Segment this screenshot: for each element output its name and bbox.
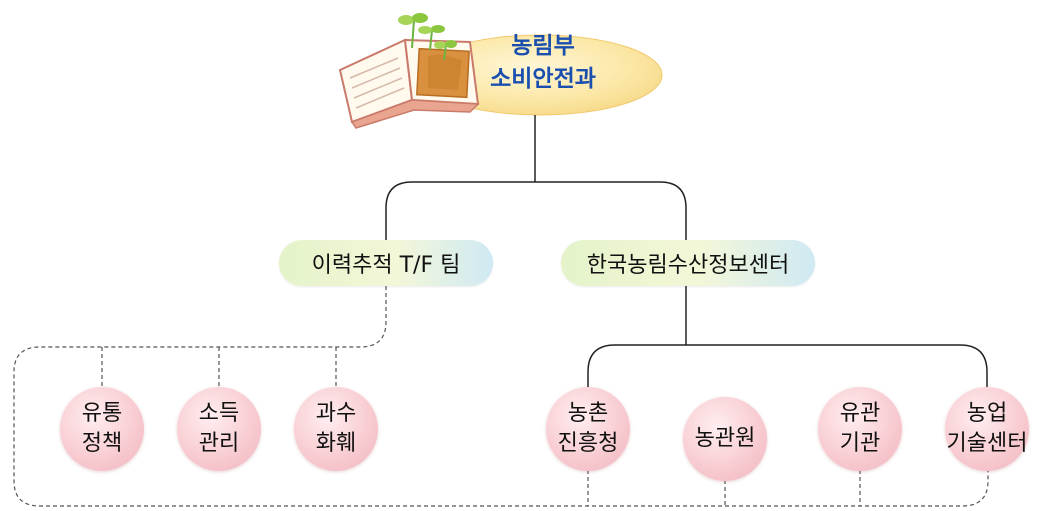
right-branch-node: 한국농림수산정보센터: [561, 240, 815, 286]
root-node-line1: 농림부: [511, 33, 575, 59]
node-label-line2: 관리: [198, 431, 240, 456]
node-label-line2: 기술센터: [946, 431, 1028, 456]
right-child-node-2: 농관원: [683, 397, 767, 481]
right-child-node-4: 농업 기술센터: [945, 387, 1029, 471]
node-label-line2: 화훼: [315, 431, 357, 456]
node-label-line1: 유통: [81, 401, 123, 426]
node-label-line1: 농촌: [567, 401, 609, 426]
node-label-line1: 농관원: [694, 426, 756, 451]
left-child-node-2: 소득 관리: [177, 387, 261, 471]
node-label-line2: 기관: [839, 431, 881, 456]
root-node-label: 농림부 소비안전과: [468, 30, 618, 96]
open-book-with-sprouts-icon: [338, 13, 480, 129]
dashed-connectors: [13, 286, 989, 507]
root-node-line2: 소비안전과: [490, 66, 596, 92]
right-child-node-1: 농촌 진흥청: [546, 387, 630, 471]
node-label-line1: 농업: [966, 401, 1008, 426]
left-child-node-3: 과수 화훼: [294, 387, 378, 471]
left-branch-node: 이력추적 T/F 팀: [279, 240, 493, 286]
node-label-line2: 진흥청: [557, 431, 619, 456]
node-label-line2: 정책: [81, 431, 123, 456]
left-child-node-1: 유통 정책: [60, 387, 144, 471]
solid-connectors: [385, 115, 988, 390]
node-label-line1: 소득: [198, 401, 240, 426]
node-label-line1: 과수: [315, 401, 357, 426]
right-child-node-3: 유관 기관: [818, 387, 902, 471]
node-label-line1: 유관: [839, 401, 881, 426]
